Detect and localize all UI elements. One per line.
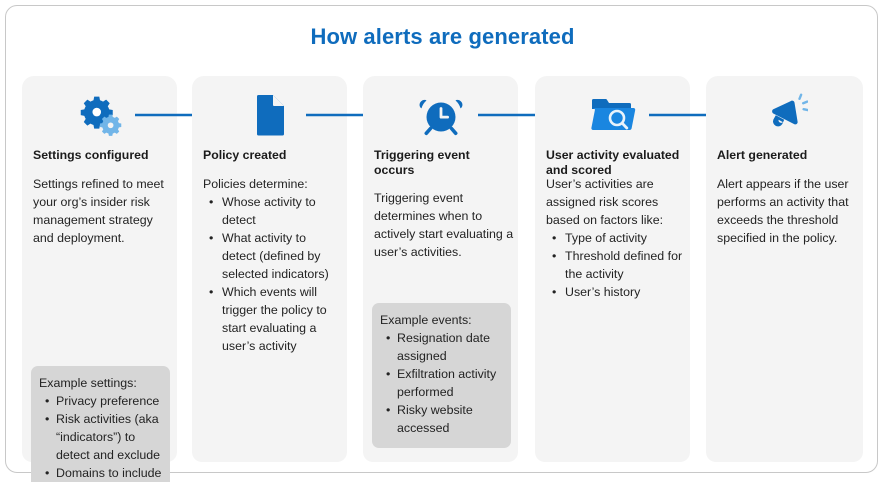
list-item: Whose activity to detect: [209, 194, 343, 230]
step-body: Alert appears if the user performs an ac…: [717, 176, 857, 248]
step-bullet-list: Type of activity Threshold defined for t…: [546, 230, 686, 302]
step-title: Settings configured: [33, 148, 149, 162]
step-intro: Alert appears if the user performs an ac…: [717, 177, 849, 245]
step-intro: Policies determine:: [203, 177, 308, 191]
example-box-events: Example events: Resignation date assigne…: [372, 303, 511, 448]
step-title: Alert generated: [717, 148, 808, 162]
step-title: User activity evaluated and scored: [546, 148, 680, 178]
list-item: Which events will trigger the policy to …: [209, 284, 343, 356]
list-item: User’s history: [552, 284, 686, 302]
gears-icon: [22, 90, 177, 140]
page-title: How alerts are generated: [310, 24, 575, 49]
list-item: Resignation date assigned: [386, 330, 503, 366]
step-intro: User’s activities are assigned risk scor…: [546, 177, 664, 227]
step-intro: Triggering event determines when to acti…: [374, 191, 514, 259]
step-card-alert-generated: Alert generated Alert appears if the use…: [706, 76, 863, 462]
step-body: Policies determine: Whose activity to de…: [203, 176, 343, 356]
list-item: Risk activities (aka “indicators”) to de…: [45, 411, 162, 465]
megaphone-icon: [706, 90, 863, 140]
example-box-settings: Example settings: Privacy preference Ris…: [31, 366, 170, 482]
step-title: Triggering event occurs: [374, 148, 470, 178]
step-title: Policy created: [203, 148, 287, 162]
list-item: What activity to detect (defined by sele…: [209, 230, 343, 284]
step-body: Settings refined to meet your org’s insi…: [33, 176, 173, 248]
example-list: Resignation date assigned Exfiltration a…: [380, 330, 503, 438]
example-label: Example events:: [380, 313, 472, 327]
list-item: Risky website accessed: [386, 402, 503, 438]
list-item: Type of activity: [552, 230, 686, 248]
step-intro: Settings refined to meet your org’s insi…: [33, 177, 164, 245]
step-card-settings-configured: Settings configured Settings refined to …: [22, 76, 177, 482]
step-bullet-list: Whose activity to detect What activity t…: [203, 194, 343, 356]
list-item: Threshold defined for the activity: [552, 248, 686, 284]
list-item: Exfiltration activity performed: [386, 366, 503, 402]
step-body: User’s activities are assigned risk scor…: [546, 176, 686, 302]
step-card-user-activity-evaluated: User activity evaluated and scored User’…: [535, 76, 690, 462]
list-item: Domains to include or ignore: [45, 465, 162, 482]
step-card-policy-created: Policy created Policies determine: Whose…: [192, 76, 347, 462]
example-list: Privacy preference Risk activities (aka …: [39, 393, 162, 482]
step-card-triggering-event-occurs: Triggering event occurs Triggering event…: [363, 76, 518, 462]
example-label: Example settings:: [39, 376, 137, 390]
folder-search-icon: [535, 90, 690, 140]
step-body: Triggering event determines when to acti…: [374, 190, 514, 262]
list-item: Privacy preference: [45, 393, 162, 411]
document-icon: [192, 90, 347, 140]
alarm-clock-icon: [363, 90, 518, 140]
